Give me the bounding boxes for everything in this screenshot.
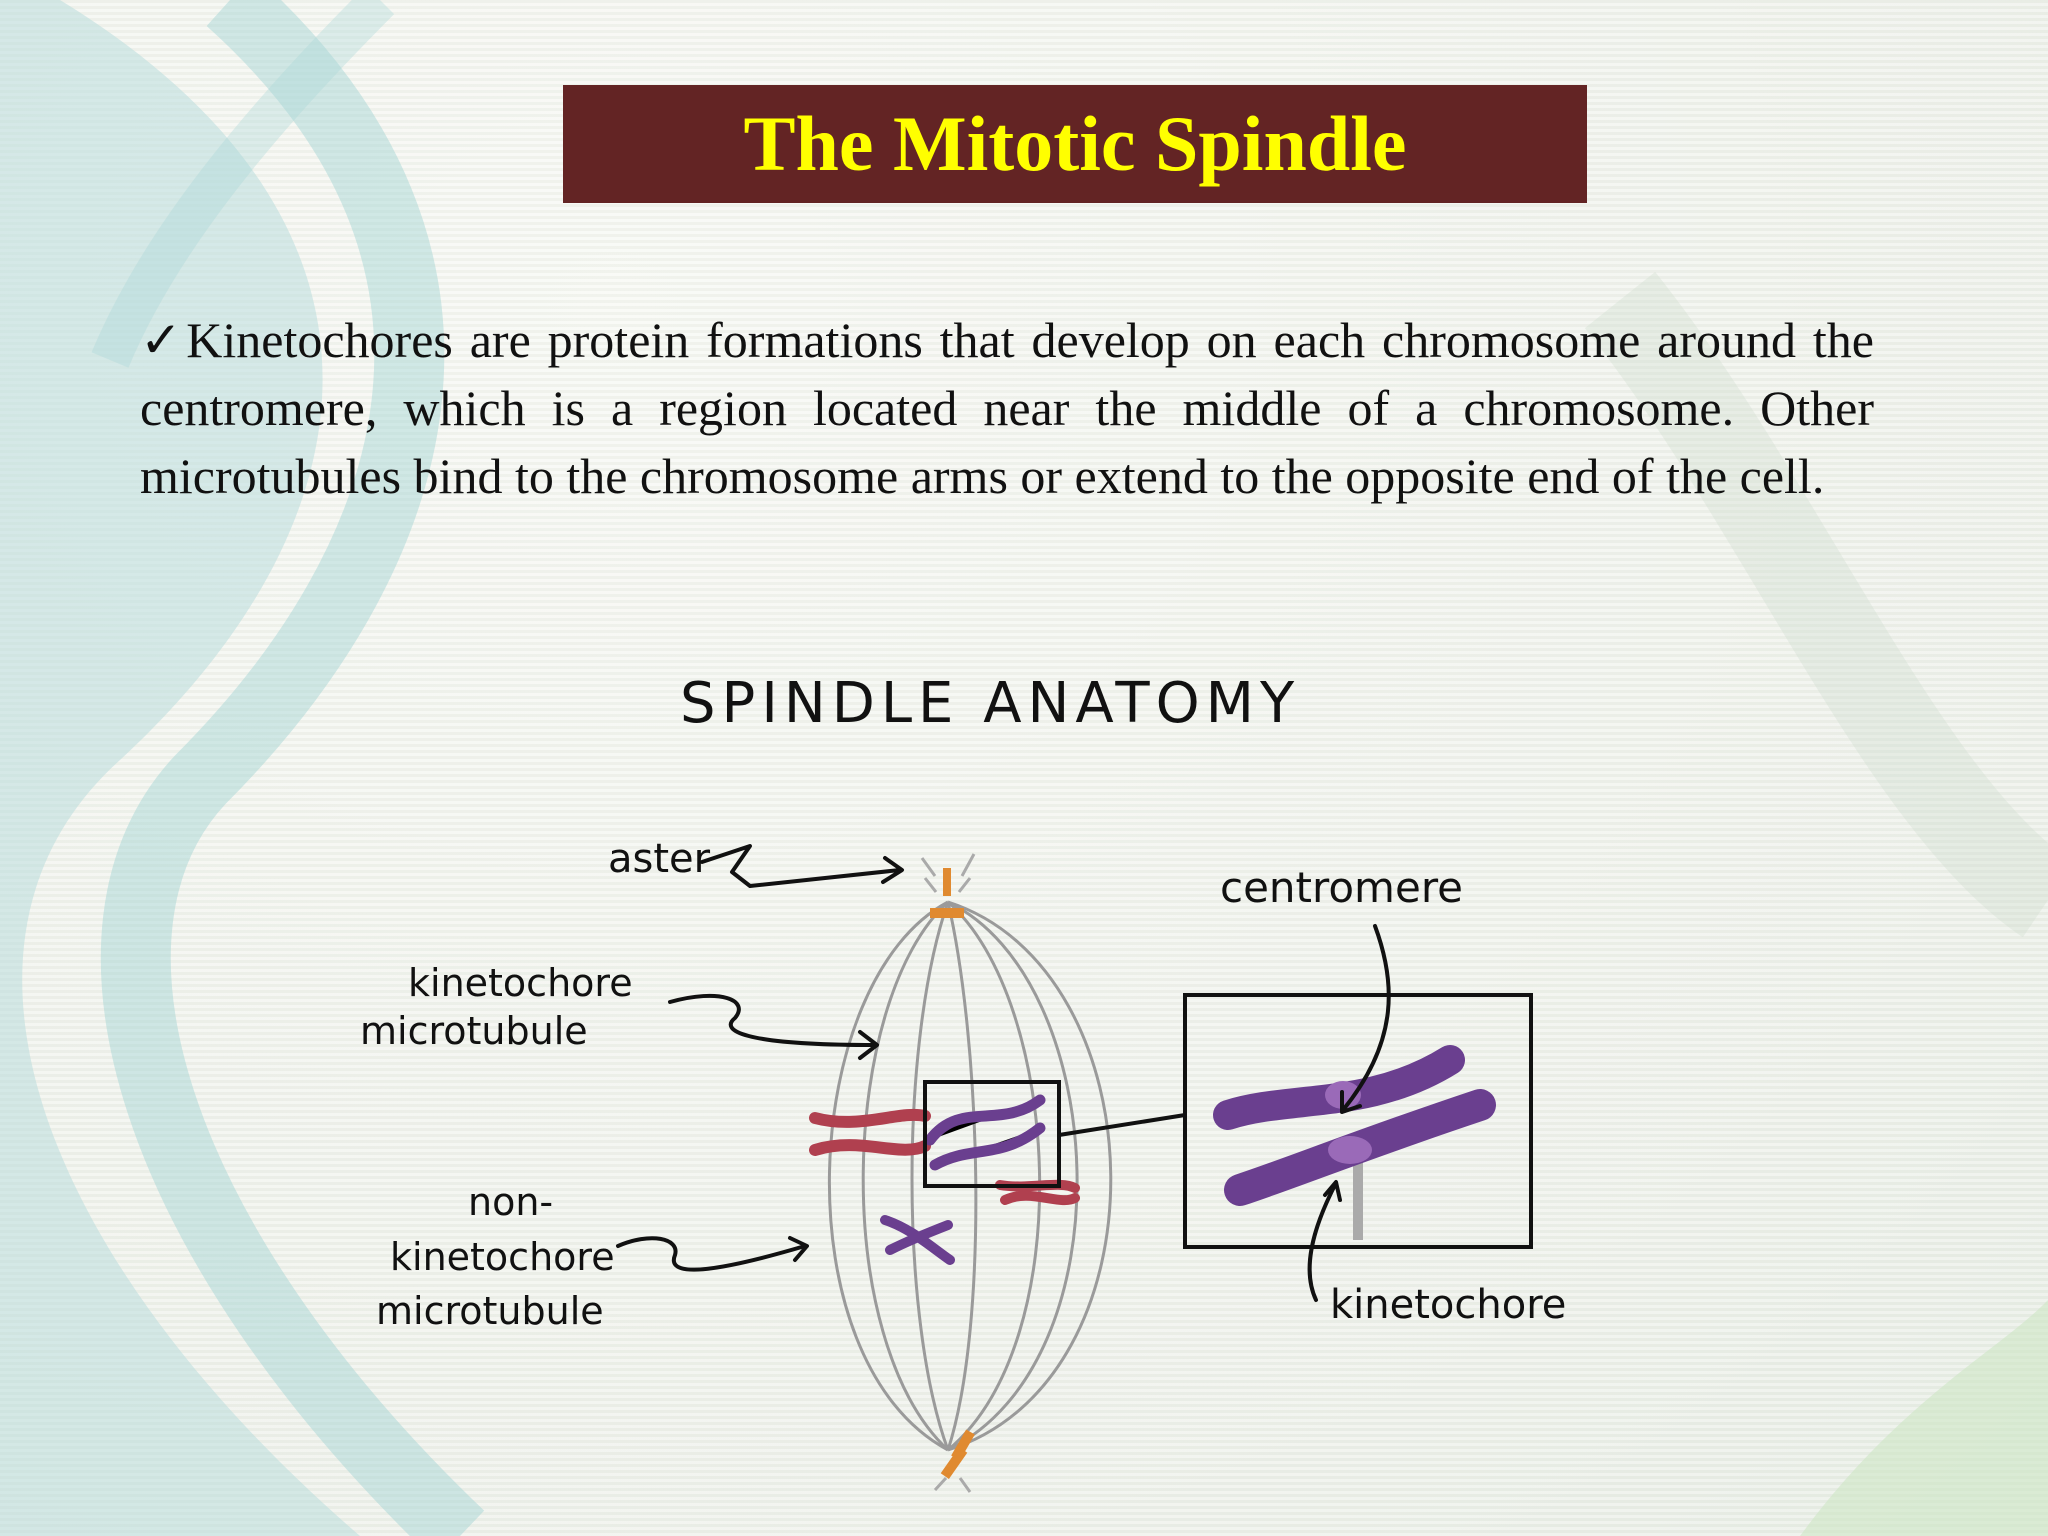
arrow-centromere [1341, 924, 1391, 1112]
label-kinetochore: kinetochore [1330, 1282, 1566, 1328]
label-non-kinetochore-line1: non- [468, 1180, 553, 1224]
spindle-microtubules [828, 900, 1113, 1452]
zoom-detail-box [1183, 993, 1533, 1249]
zoom-connector-line [1058, 1113, 1186, 1137]
label-kinetochore-microtubule-line1: kinetochore [408, 961, 633, 1005]
arrow-kinetochore-head [1323, 1180, 1342, 1202]
arrow-aster [700, 844, 902, 888]
chromosome-purple-center [924, 1094, 1046, 1171]
chromosome-zoomed [1213, 1045, 1496, 1240]
arrow-kinetochore-microtubule-head [858, 1030, 879, 1060]
aster-bottom [933, 1429, 975, 1493]
label-non-kinetochore-line2: kinetochore [390, 1235, 615, 1279]
title-banner: The Mitotic Spindle [563, 85, 1587, 203]
slide-title: The Mitotic Spindle [743, 100, 1407, 187]
arrow-non-kinetochore-head [788, 1236, 809, 1262]
label-non-kinetochore-line3: microtubule [376, 1289, 604, 1333]
label-centromere: centromere [1220, 863, 1463, 912]
arrow-centromere-head [1340, 1090, 1362, 1114]
spindle-anatomy-diagram: SPINDLE ANATOMY [360, 671, 1566, 1493]
body-paragraph: ✓Kinetochores are protein formations tha… [140, 306, 1874, 510]
arrow-kinetochore-microtubule [668, 993, 877, 1047]
paragraph-text: Kinetochores are protein formations that… [140, 312, 1874, 504]
chromosome-purple-lower [880, 1215, 955, 1265]
label-aster: aster [608, 836, 711, 882]
arrow-aster-head [881, 856, 904, 884]
checkmark-icon: ✓ [140, 312, 187, 368]
arrow-kinetochore [1307, 1183, 1337, 1302]
diagram-heading: SPINDLE ANATOMY [680, 671, 1300, 736]
label-kinetochore-microtubule-line2: microtubule [360, 1009, 588, 1053]
chromosome-red-left [809, 1108, 931, 1156]
arrow-non-kinetochore [616, 1236, 807, 1272]
aster-top [920, 853, 976, 918]
